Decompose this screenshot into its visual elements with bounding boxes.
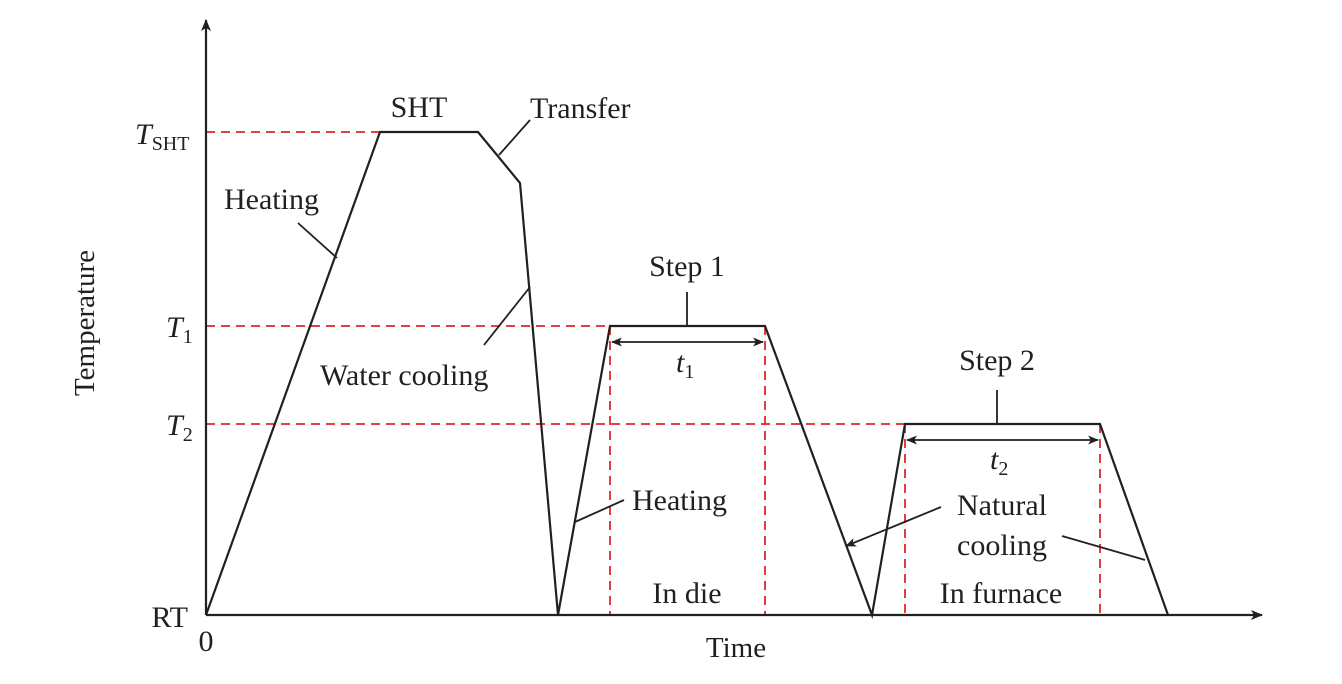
- in-die-label: In die: [652, 577, 721, 610]
- natural-cooling-label-line1: Natural: [957, 489, 1047, 522]
- temperature-profile: [204, 130, 1170, 620]
- leader-lines: [297, 119, 1146, 561]
- duration2-label: t2: [990, 443, 1008, 480]
- heating-second-leader: [574, 499, 625, 523]
- sht-label: SHT: [391, 91, 448, 124]
- natural-cooling-leader-right: [1061, 535, 1146, 561]
- transfer-label: Transfer: [530, 92, 631, 125]
- t1-label: T1: [166, 311, 193, 348]
- guide-lines: [206, 131, 1101, 614]
- in-furnace-label: In furnace: [940, 577, 1062, 610]
- water-cooling-leader: [483, 286, 531, 346]
- heating-first-leader: [297, 222, 338, 259]
- step2-label: Step 2: [959, 344, 1035, 377]
- heating-first-label: Heating: [224, 183, 319, 216]
- y-axis-title: Temperature: [69, 250, 101, 396]
- t2-label: T2: [166, 409, 193, 446]
- transfer-leader: [498, 119, 531, 156]
- duration1-label: t1: [676, 346, 694, 383]
- t-sht-label: TSHT: [135, 118, 189, 155]
- water-cooling-label: Water cooling: [320, 359, 488, 392]
- origin-label: 0: [199, 625, 214, 658]
- heating-second-label: Heating: [632, 484, 727, 517]
- natural-cooling-label-line2: cooling: [957, 529, 1047, 562]
- rt-label: RT: [151, 601, 188, 634]
- x-axis-title: Time: [706, 632, 766, 664]
- natural-cooling-leader-left: [845, 506, 942, 547]
- step1-label: Step 1: [649, 250, 725, 283]
